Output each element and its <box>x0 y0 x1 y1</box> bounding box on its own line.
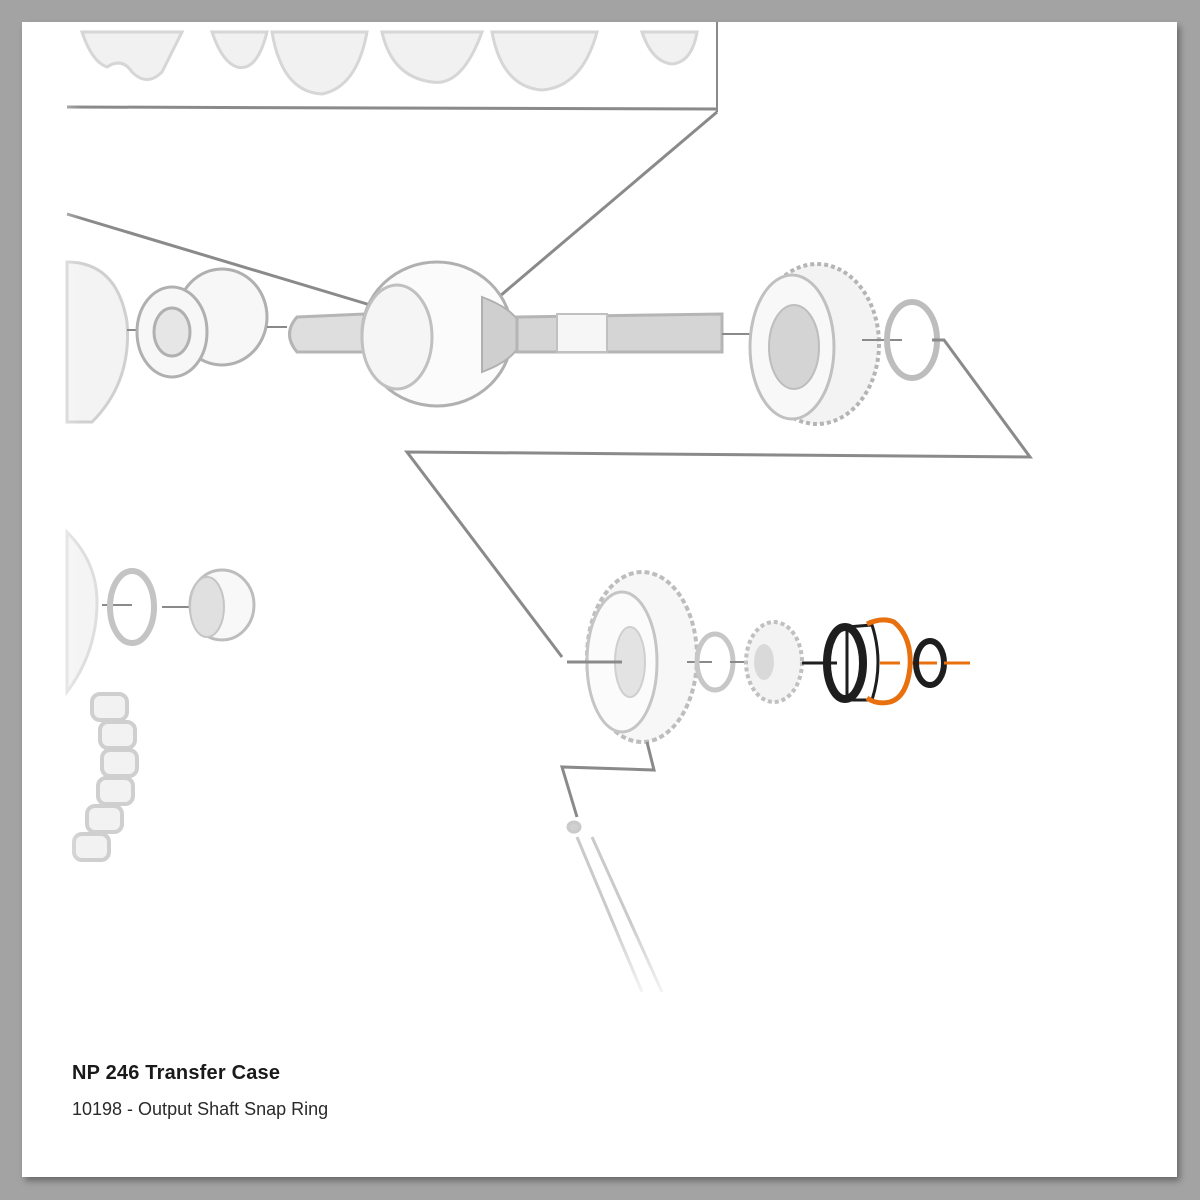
output-bearing <box>823 623 880 703</box>
case-housing-top <box>79 30 699 96</box>
case-edge-left <box>65 260 130 424</box>
caption: NP 246 Transfer Case 10198 - Output Shaf… <box>72 1062 328 1120</box>
callout-line <box>66 212 378 309</box>
product-card: NP 246 Transfer Case 10198 - Output Shaf… <box>22 22 1177 1177</box>
part-subtitle: 10198 - Output Shaft Snap Ring <box>72 1099 329 1119</box>
chain-links <box>72 692 139 862</box>
exploded-parts-diagram <box>22 22 1033 1022</box>
input-gear <box>135 267 269 379</box>
callout-line <box>486 110 718 309</box>
callout-line <box>403 338 1033 658</box>
product-title: NP 246 Transfer Case <box>72 1062 281 1084</box>
output-shaft <box>288 260 724 408</box>
washer <box>107 568 157 646</box>
small-gear <box>744 620 804 704</box>
callout-line <box>559 741 656 818</box>
rear-case-plate <box>585 570 699 744</box>
drive-sprocket <box>748 262 881 426</box>
callout-line <box>66 105 718 111</box>
bearing-left <box>188 568 256 642</box>
